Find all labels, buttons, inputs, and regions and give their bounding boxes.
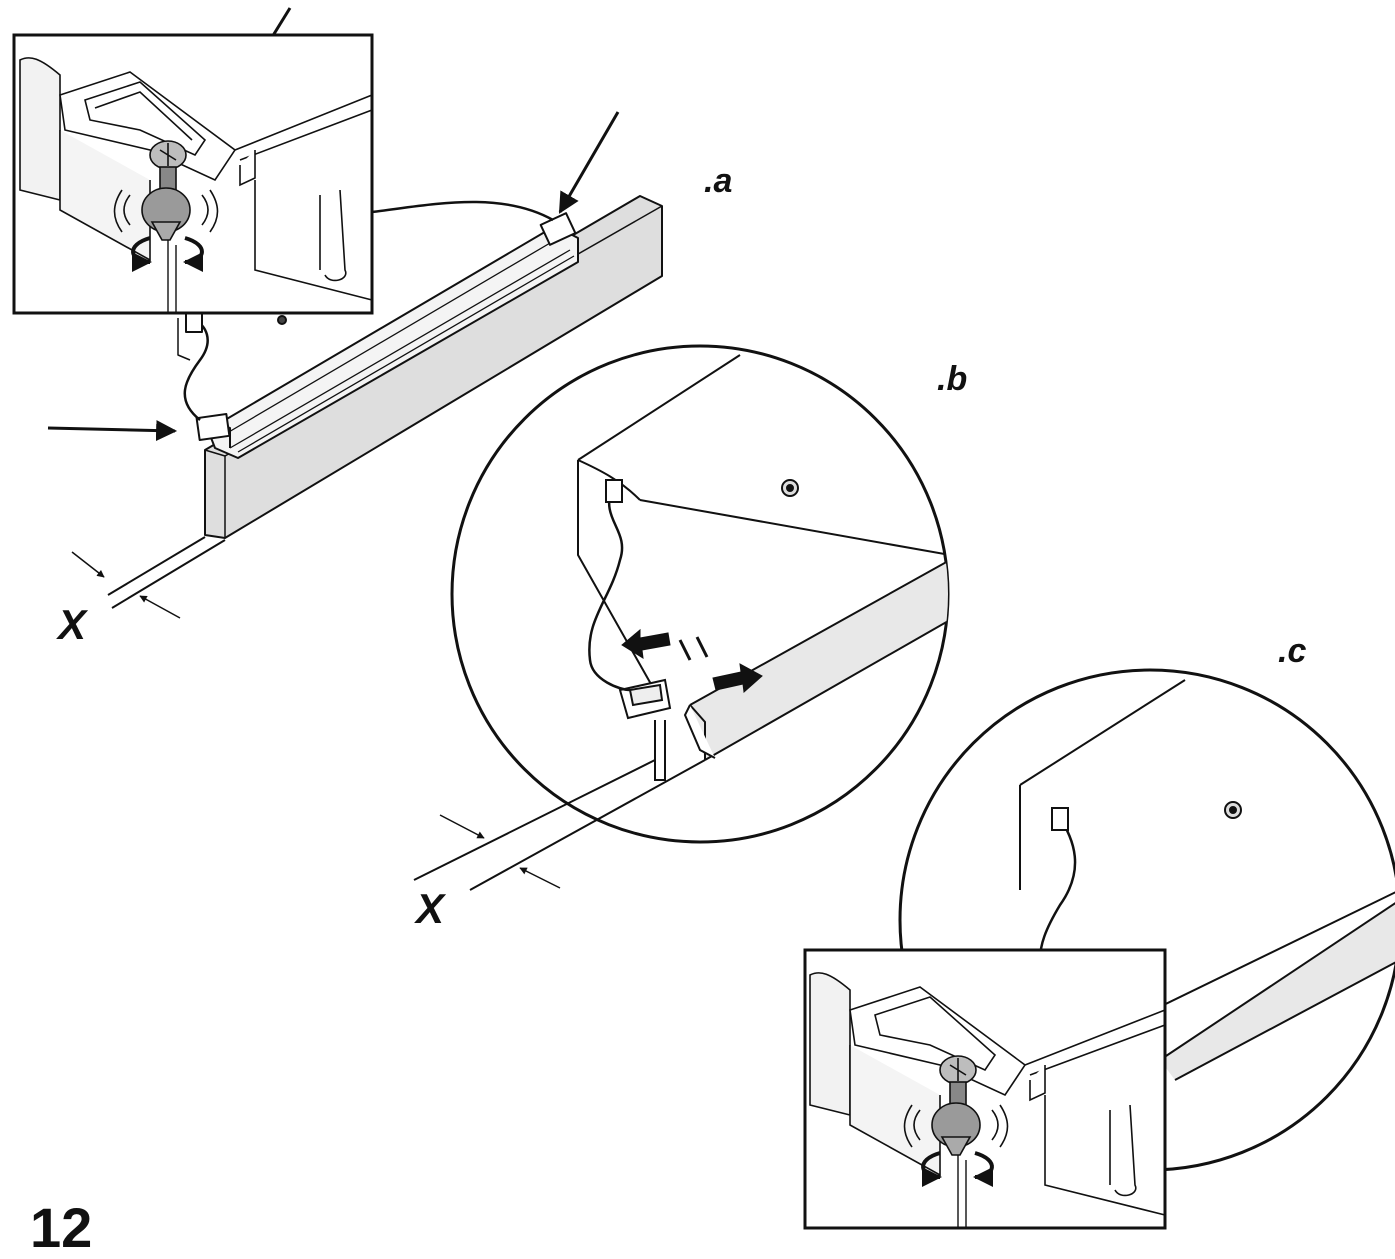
step-label-b: .b bbox=[937, 360, 968, 398]
slide-detail-circle bbox=[413, 344, 950, 891]
dimension-label-x-left: X bbox=[58, 601, 87, 648]
step-label-a: .a bbox=[704, 162, 733, 200]
rotate-arrow-icon bbox=[131, 236, 204, 272]
screw-icon bbox=[141, 140, 191, 312]
vibration-icon bbox=[903, 1104, 1009, 1148]
vibration-icon bbox=[113, 189, 219, 233]
rotate-arrow-icon bbox=[921, 1151, 994, 1187]
step-label-c: .c bbox=[1278, 632, 1307, 670]
dimension-arrow-b2 bbox=[519, 867, 561, 889]
pointer-arrow-icon bbox=[558, 111, 620, 214]
screw-detail-inset-bottom bbox=[803, 948, 1167, 1230]
figure-number: 12 bbox=[30, 1196, 93, 1259]
dimension-label-x-center: X bbox=[416, 885, 445, 932]
screw-detail-inset-top bbox=[12, 33, 374, 315]
dimension-arrow-a1 bbox=[71, 551, 105, 578]
dimension-arrow-b1 bbox=[439, 814, 485, 839]
screw-icon bbox=[931, 1055, 981, 1227]
main-rail-assembly bbox=[71, 195, 663, 619]
cable-right bbox=[371, 200, 554, 222]
front-panel bbox=[204, 195, 663, 539]
pointer-arrow-icon bbox=[47, 420, 178, 442]
slide-arrow-icon bbox=[621, 628, 763, 694]
cable-left bbox=[183, 318, 209, 421]
dimension-arrow-a2 bbox=[139, 595, 181, 619]
rail-end-cap-left bbox=[195, 413, 231, 441]
